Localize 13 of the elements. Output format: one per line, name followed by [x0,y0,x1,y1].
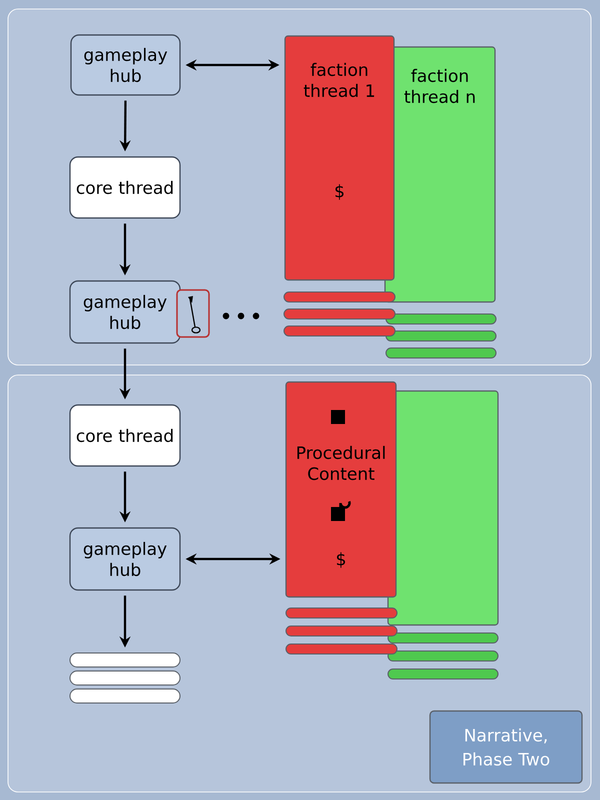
thread-box: core thread [69,404,181,467]
thread-column: faction thread 1 $ [284,35,395,281]
thread-column: faction thread n [384,46,496,303]
thread-box: core thread [69,156,181,219]
content-column: Procedural Content $ [285,381,397,598]
hub-box: gameplay hub [69,280,181,344]
bar [70,652,180,668]
hub-box: gameplay hub [69,527,181,591]
bar [70,670,180,686]
hub-box: gameplay hub [70,34,181,96]
title-box: Narrative, Phase Two [429,710,583,784]
thread-column [387,390,499,626]
bar [70,688,180,704]
